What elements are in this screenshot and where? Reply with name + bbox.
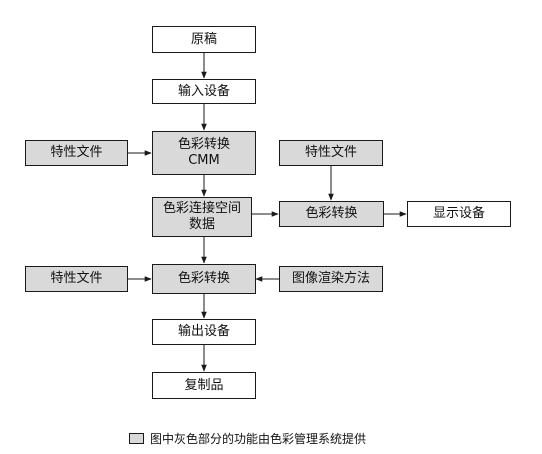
node-color-convert-2: 色彩转换 xyxy=(279,201,384,227)
legend-text: 图中灰色部分的功能由色彩管理系统提供 xyxy=(150,432,367,446)
legend: 图中灰色部分的功能由色彩管理系统提供 xyxy=(129,430,366,447)
node-output-device: 输出设备 xyxy=(152,319,256,345)
node-original: 原稿 xyxy=(152,26,256,53)
node-pcs-data: 色彩连接空间 数据 xyxy=(152,197,252,237)
node-profile-2: 特性文件 xyxy=(279,140,383,166)
legend-gray-swatch xyxy=(129,433,144,444)
node-input-device: 输入设备 xyxy=(152,79,256,104)
node-rendering-intent: 图像渲染方法 xyxy=(279,266,383,292)
node-profile-1: 特性文件 xyxy=(25,140,128,166)
node-display-device: 显示设备 xyxy=(407,201,511,227)
node-color-convert-cmm: 色彩转换 CMM xyxy=(152,131,256,175)
node-color-convert-3: 色彩转换 xyxy=(152,264,256,294)
node-copy: 复制品 xyxy=(152,372,256,399)
node-profile-3: 特性文件 xyxy=(25,266,128,292)
